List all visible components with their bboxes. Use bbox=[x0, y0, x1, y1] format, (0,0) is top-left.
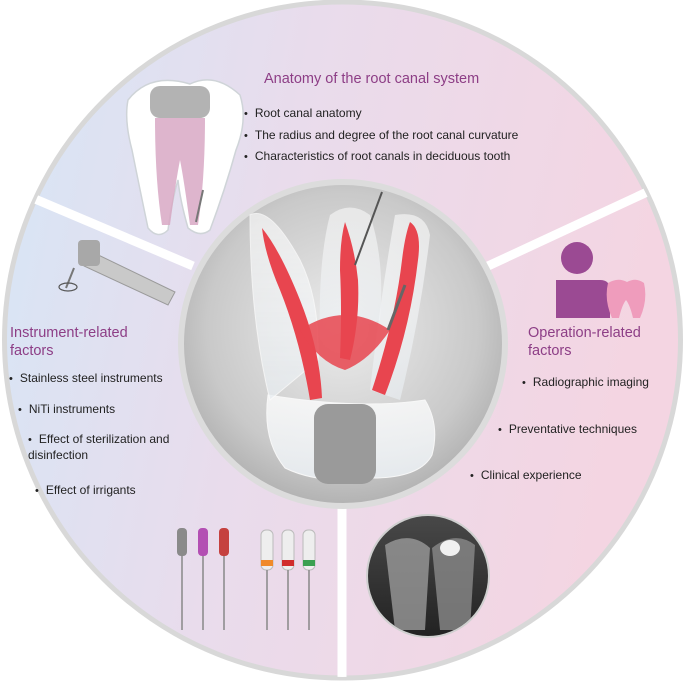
anatomy-item-1: Root canal anatomy bbox=[244, 106, 362, 122]
operation-heading-line1: Operation-related bbox=[528, 325, 641, 341]
niti-files-icon bbox=[260, 529, 316, 630]
anatomy-item-2: The radius and degree of the root canal … bbox=[244, 128, 519, 144]
anatomy-heading: Anatomy of the root canal system bbox=[264, 71, 480, 87]
instrument-item-4: Effect of irrigants bbox=[35, 483, 136, 499]
tooth-cross-section-icon bbox=[125, 79, 244, 236]
center-tooth-image bbox=[178, 179, 508, 509]
stainless-steel-files-icon bbox=[177, 528, 229, 630]
instrument-item-3: Effect of sterilization and disinfection bbox=[28, 432, 198, 463]
dental-handpiece-icon bbox=[58, 240, 176, 306]
dentist-patient-icon bbox=[556, 242, 646, 318]
instrument-item-2: NiTi instruments bbox=[18, 402, 115, 418]
operation-item-2: Preventative techniques bbox=[498, 422, 637, 438]
anatomy-item-3: Characteristics of root canals in decidu… bbox=[244, 149, 510, 165]
instrument-heading-line1: Instrument-related bbox=[10, 325, 128, 341]
section-dividers bbox=[26, 181, 662, 677]
radiograph-icon bbox=[366, 514, 490, 638]
operation-item-3: Clinical experience bbox=[470, 468, 582, 484]
operation-heading-line2: factors bbox=[528, 343, 572, 359]
instrument-item-1: Stainless steel instruments bbox=[9, 371, 163, 387]
instrument-heading-line2: factors bbox=[10, 343, 54, 359]
operation-item-1: Radiographic imaging bbox=[522, 375, 649, 391]
